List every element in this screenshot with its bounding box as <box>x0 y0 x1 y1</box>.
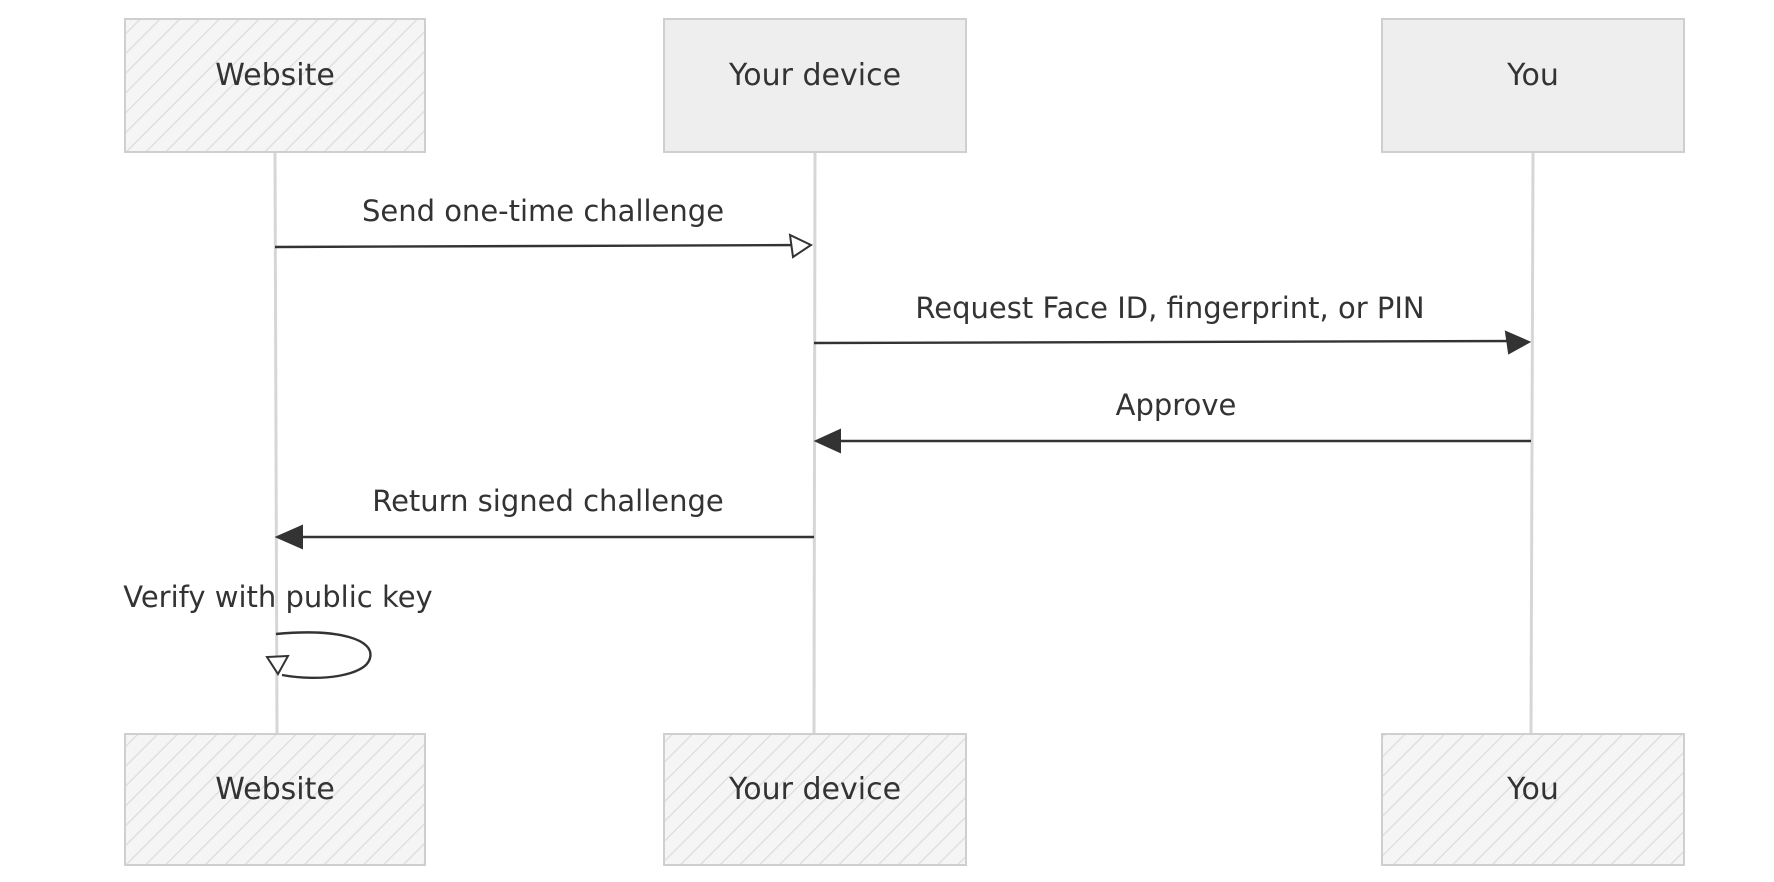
participant-label: You <box>1506 58 1559 93</box>
lifeline-you <box>1529 151 1535 736</box>
filled-arrowhead-icon <box>1504 330 1532 355</box>
message-arrow-line <box>274 243 809 249</box>
message-verify-public-key: Verify with public key <box>123 580 433 680</box>
lifeline-website <box>273 151 279 736</box>
participant-label: Website <box>215 58 335 93</box>
open-arrowhead-icon <box>265 654 290 676</box>
participant-device-bottom[interactable]: Your device <box>663 733 967 866</box>
participant-website-top[interactable]: Website <box>124 18 426 153</box>
participant-you-top[interactable]: You <box>1381 18 1685 153</box>
message-approve: Approve <box>813 388 1531 454</box>
message-request-biometric: Request Face ID, fingerprint, or PIN <box>813 291 1532 355</box>
filled-arrowhead-icon <box>274 524 303 550</box>
open-arrowhead-icon <box>788 233 814 259</box>
participant-label: Website <box>215 772 335 807</box>
message-arrow-line <box>813 339 1526 345</box>
participant-you-bottom[interactable]: You <box>1381 733 1685 866</box>
participant-website-bottom[interactable]: Website <box>124 733 426 866</box>
participant-label: Your device <box>728 772 901 807</box>
message-label: Approve <box>1116 388 1237 422</box>
self-loop-line <box>275 631 372 680</box>
message-return-signed: Return signed challenge <box>274 484 814 550</box>
message-send-challenge: Send one-time challenge <box>274 194 814 259</box>
message-label: Verify with public key <box>123 580 432 614</box>
lifeline-device <box>812 151 817 736</box>
filled-arrowhead-icon <box>813 428 841 454</box>
message-label: Return signed challenge <box>372 484 724 518</box>
participant-device-top[interactable]: Your device <box>663 18 967 153</box>
message-label: Request Face ID, fingerprint, or PIN <box>915 291 1424 325</box>
participant-label: Your device <box>728 58 901 93</box>
participant-label: You <box>1506 772 1559 807</box>
message-label: Send one-time challenge <box>362 194 724 228</box>
